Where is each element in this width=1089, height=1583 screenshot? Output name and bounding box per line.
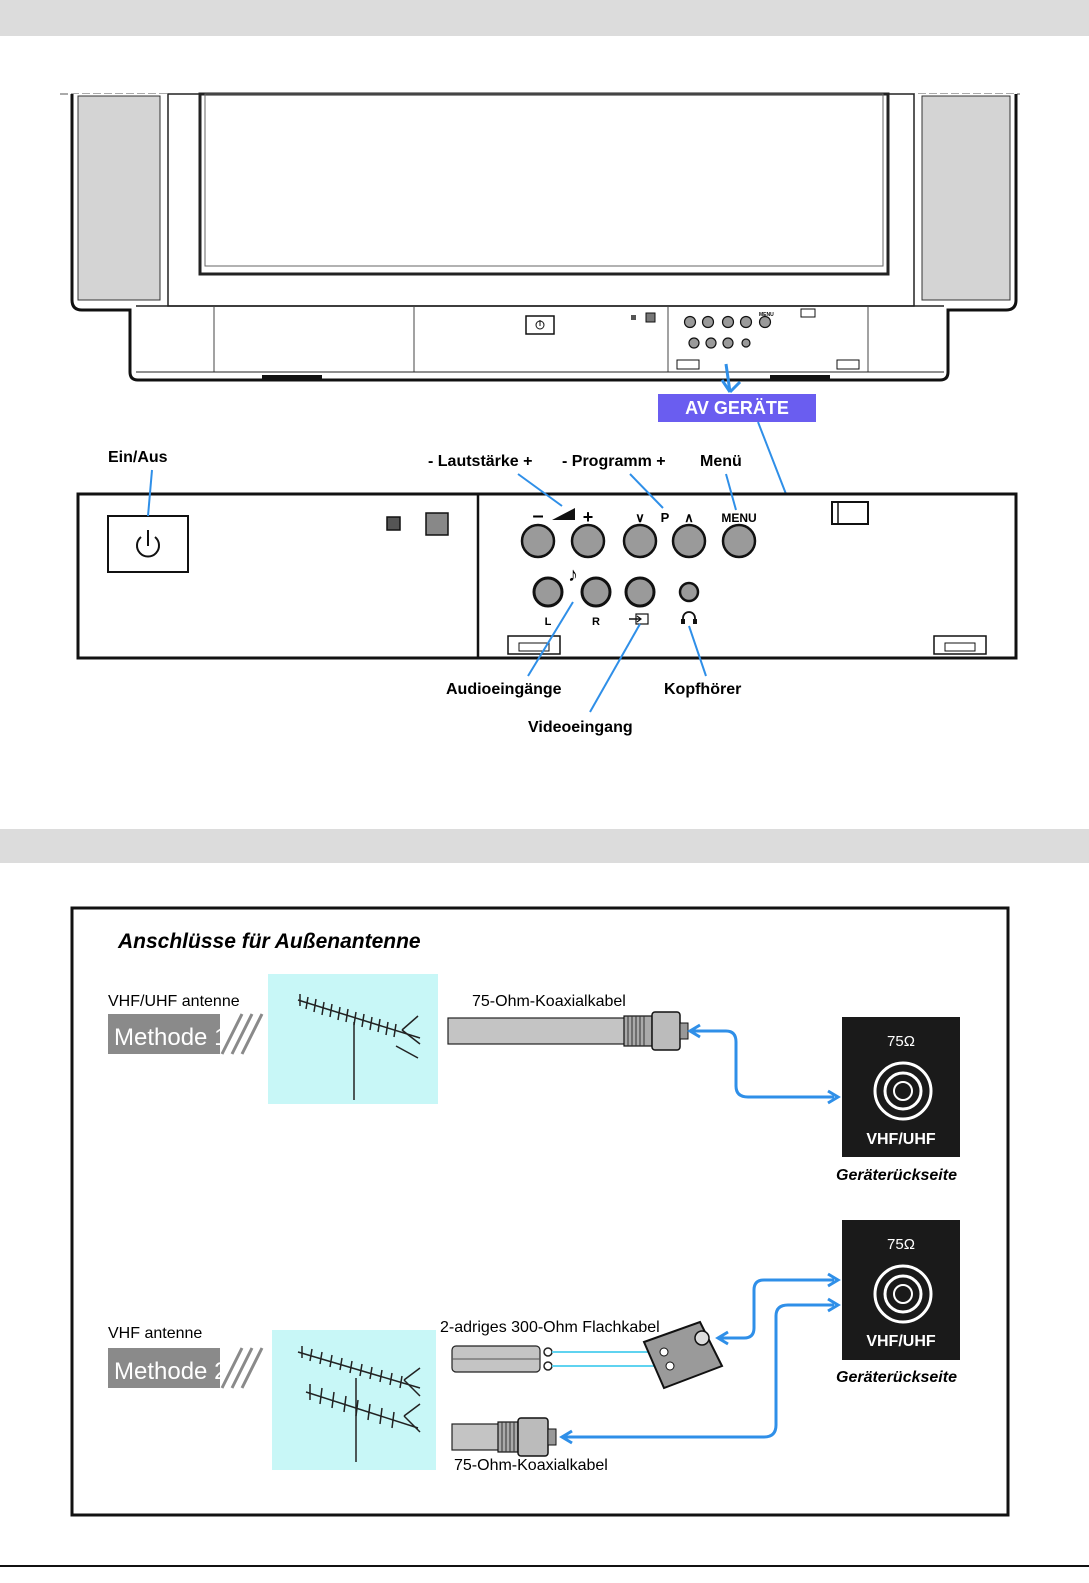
m1-rear-label: Geräterückseite [836, 1167, 957, 1184]
small-prog-up-button[interactable] [739, 315, 753, 329]
vol-minus-button[interactable] [520, 523, 556, 559]
m2-socket-ohm: 75Ω [887, 1236, 915, 1253]
prog-down-label: ∨ [635, 510, 645, 525]
prog-down-button[interactable] [622, 523, 658, 559]
callout-headphones: Kopfhörer [664, 681, 741, 698]
headphones-icon [681, 611, 697, 624]
small-control-buttons: MENU [676, 308, 860, 370]
small-prog-down-button[interactable] [721, 315, 735, 329]
callout-video-in: Videoeingang [528, 719, 633, 736]
screen-inner [204, 93, 884, 267]
audio-l-label: L [545, 616, 552, 628]
section-band [0, 829, 1089, 863]
m2-cable-label-bottom: 75-Ohm-Koaxialkabel [454, 1457, 608, 1474]
m2-antenna-bg [272, 1330, 436, 1470]
control-callouts: Ein/Aus - Lautstärke + - Programm + Menü… [108, 449, 742, 736]
callout-audio-in: Audioeingänge [446, 681, 562, 698]
prog-p-label: P [661, 510, 670, 525]
power-icon [136, 530, 160, 558]
vol-minus-label: – [532, 505, 543, 527]
tv-front-view: MENU AV GERÄTE [60, 92, 1020, 495]
av-label-box [658, 394, 816, 422]
vol-plus-label: + [583, 507, 594, 527]
small-menu-label: MENU [759, 312, 774, 318]
yagi-antenna-icon [297, 994, 421, 1100]
small-sensor [645, 312, 656, 323]
m1-antenna-socket: 75Ω VHF/UHF [842, 1017, 960, 1157]
m1-antenna-bg [268, 974, 438, 1104]
m1-antenna-label: VHF/UHF antenne [108, 993, 240, 1010]
callout-menu: Menü [700, 453, 742, 470]
m2-balun-arrow [720, 1278, 834, 1340]
menu-button[interactable] [721, 523, 757, 559]
volume-controls: – + [520, 505, 606, 559]
small-audio-r-jack[interactable] [705, 337, 717, 349]
foot-right [770, 375, 830, 380]
audio-l-jack[interactable] [532, 576, 564, 608]
small-latch-right [836, 359, 860, 370]
m2-coax-arrow [562, 1303, 834, 1439]
m2-method-label: Methode 2 [114, 1358, 227, 1385]
panel-frame [76, 492, 1018, 660]
antenna-title: Anschlüsse für Außenantenne [117, 930, 421, 953]
small-vol-plus-button[interactable] [701, 315, 715, 329]
antenna-frame [70, 906, 1010, 1517]
small-door [800, 308, 816, 318]
volume-ramp-icon [552, 508, 575, 520]
bottom-rule [0, 1565, 1089, 1567]
vol-plus-button[interactable] [570, 523, 606, 559]
tv-screen [198, 92, 890, 276]
antenna-section: Anschlüsse für Außenantenne VHF/UHF ante… [70, 906, 1010, 1517]
remote-sensor [425, 512, 449, 536]
audio-r-jack[interactable] [580, 576, 612, 608]
program-controls: ∨ P ∧ [622, 510, 707, 559]
m2-method-tag: Methode 2 [108, 1347, 264, 1389]
panel-door [831, 501, 869, 525]
small-latch-left [676, 359, 700, 370]
headphone-jack[interactable] [678, 581, 700, 603]
left-speaker [77, 95, 161, 301]
m1-socket-label: VHF/UHF [866, 1131, 936, 1148]
small-indicator [631, 315, 636, 320]
m1-connection-arrow [692, 1029, 834, 1099]
video-input-icon [629, 613, 649, 625]
audio-note-icon: ♪ [568, 564, 578, 586]
header-band [0, 0, 1089, 36]
m2-socket-label: VHF/UHF [866, 1333, 936, 1350]
m1-method-label: Methode 1 [114, 1024, 227, 1051]
m2-coax-cable [451, 1417, 557, 1457]
m1-coax-cable [447, 1017, 629, 1045]
video-jack[interactable] [624, 576, 656, 608]
control-panel-detail: – + ∨ P ∧ MENU ♪ L R [76, 492, 1018, 660]
vhf-antenna-icon [297, 1346, 421, 1462]
audio-r-label: R [592, 616, 600, 628]
foot-left [262, 375, 322, 380]
av-zoom-line [757, 421, 787, 495]
prog-up-label: ∧ [684, 510, 694, 525]
m2-cable-label-top: 2-adriges 300-Ohm Flachkabel [440, 1319, 660, 1336]
m2-flat-cable [451, 1345, 658, 1373]
callout-program: - Programm + [562, 453, 666, 470]
av-label: AV GERÄTE [685, 398, 789, 418]
prog-up-button[interactable] [671, 523, 707, 559]
small-menu-button[interactable] [758, 315, 772, 329]
menu-button-label: MENU [721, 511, 756, 525]
small-headphone-jack[interactable] [741, 338, 751, 348]
m2-rear-label: Geräterückseite [836, 1369, 957, 1386]
m1-socket-ohm: 75Ω [887, 1033, 915, 1050]
small-audio-l-jack[interactable] [688, 337, 700, 349]
balun-adapter-icon [642, 1320, 724, 1390]
small-vol-minus-button[interactable] [683, 315, 697, 329]
callout-power: Ein/Aus [108, 449, 168, 466]
callout-volume: - Lautstärke + [428, 453, 532, 470]
m1-coax-plug [623, 1011, 689, 1051]
m1-cable-label: 75-Ohm-Koaxialkabel [472, 993, 626, 1010]
right-speaker [921, 95, 1011, 301]
small-video-jack[interactable] [722, 337, 734, 349]
m2-antenna-socket: 75Ω VHF/UHF [842, 1220, 960, 1360]
m1-method-tag: Methode 1 [108, 1013, 264, 1055]
standby-indicator [386, 516, 401, 531]
m2-antenna-label: VHF antenne [108, 1325, 202, 1342]
